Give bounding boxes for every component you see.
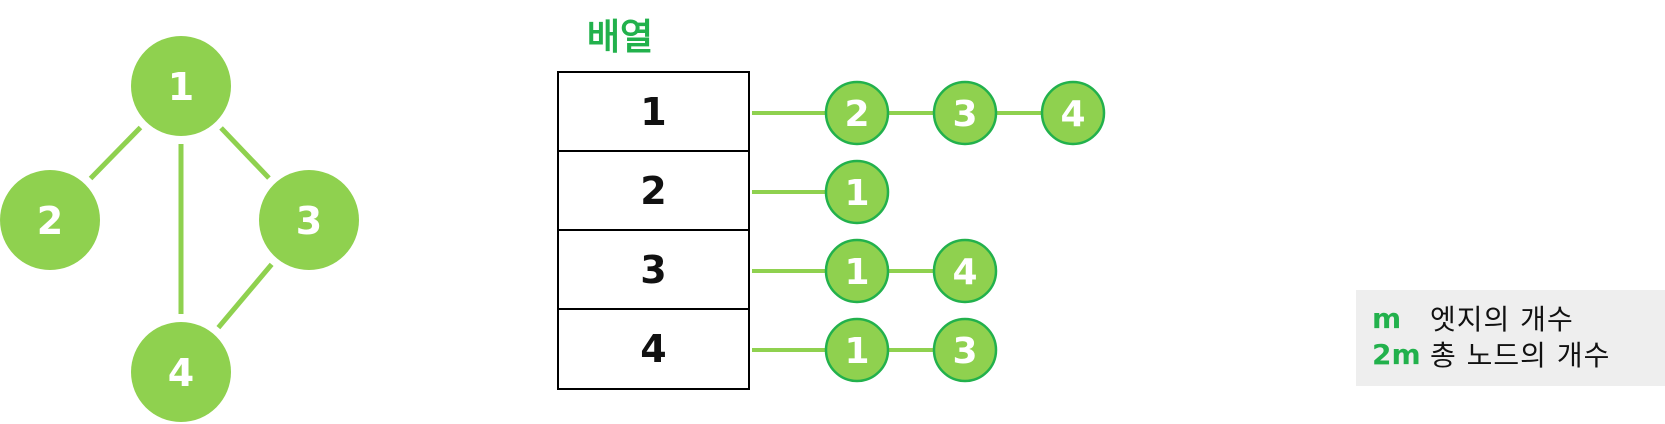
graph-node-1 (131, 36, 231, 136)
graph-node-2 (0, 170, 100, 270)
list-node-3-1 (824, 238, 890, 304)
list-node-4-3 (932, 317, 998, 383)
legend-text: 총 노드의 개수 (1430, 339, 1611, 372)
list-node-label: 1 (844, 252, 869, 293)
list-node-1-4 (1040, 80, 1106, 146)
legend-symbol: 2m (1372, 337, 1421, 371)
graph-node-label: 1 (168, 65, 194, 109)
array-cell-1: 1 (559, 73, 748, 152)
array-cell-2: 2 (559, 152, 748, 231)
list-node-label: 4 (952, 252, 977, 293)
legend-symbol: m (1372, 301, 1402, 335)
array-cell-3: 3 (559, 231, 748, 310)
legend-row: 2m 총 노드의 개수 (1372, 336, 1665, 373)
graph-edge-1-3 (219, 126, 271, 180)
list-node-label: 2 (844, 94, 869, 135)
list-node-label: 4 (1060, 94, 1085, 135)
legend-text: 엣지의 개수 (1430, 303, 1574, 336)
list-node-label: 3 (952, 331, 977, 372)
legend-row: m 엣지의 개수 (1372, 300, 1665, 337)
adjacency-links (752, 111, 1042, 352)
graph-edge-3-4 (216, 262, 274, 330)
array-title: 배열 (586, 17, 654, 58)
list-node-2-1 (824, 159, 890, 225)
graph-node-label: 2 (37, 199, 63, 243)
graph-nodes: 1 2 3 4 (0, 36, 359, 422)
list-node-3-4 (932, 238, 998, 304)
graph-node-label: 3 (296, 199, 322, 243)
list-node-4-1 (824, 317, 890, 383)
graph-node-3 (259, 170, 359, 270)
graph-node-label: 4 (168, 351, 194, 395)
adjacency-nodes: 2 3 4 1 1 4 1 3 (824, 80, 1106, 383)
graph-node-4 (131, 322, 231, 422)
graph-edge-1-2 (88, 125, 143, 181)
list-node-label: 1 (844, 173, 869, 214)
list-node-1-3 (932, 80, 998, 146)
array-cell-4: 4 (640, 327, 667, 371)
list-node-1-2 (824, 80, 890, 146)
graph-edges (88, 125, 274, 330)
list-node-label: 1 (844, 331, 869, 372)
list-node-label: 3 (952, 94, 977, 135)
legend: m 엣지의 개수 2m 총 노드의 개수 (1356, 290, 1665, 386)
